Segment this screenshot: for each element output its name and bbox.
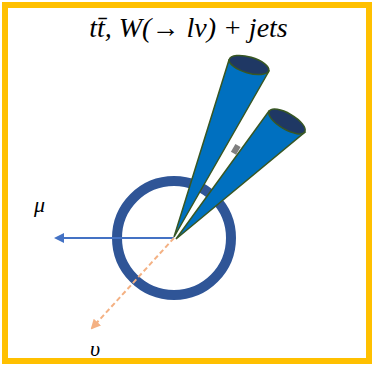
jet-gap-mark	[231, 144, 241, 155]
muon-arrow	[56, 237, 174, 239]
diagram-title: tt̄, W(→ lv) + jets	[0, 12, 377, 44]
neutrino-label: υ	[90, 336, 100, 362]
neutrino-arrow	[92, 238, 174, 328]
muon-label: μ	[34, 192, 45, 218]
jet-cone-end	[265, 104, 309, 138]
jet-cone-end	[227, 52, 271, 79]
